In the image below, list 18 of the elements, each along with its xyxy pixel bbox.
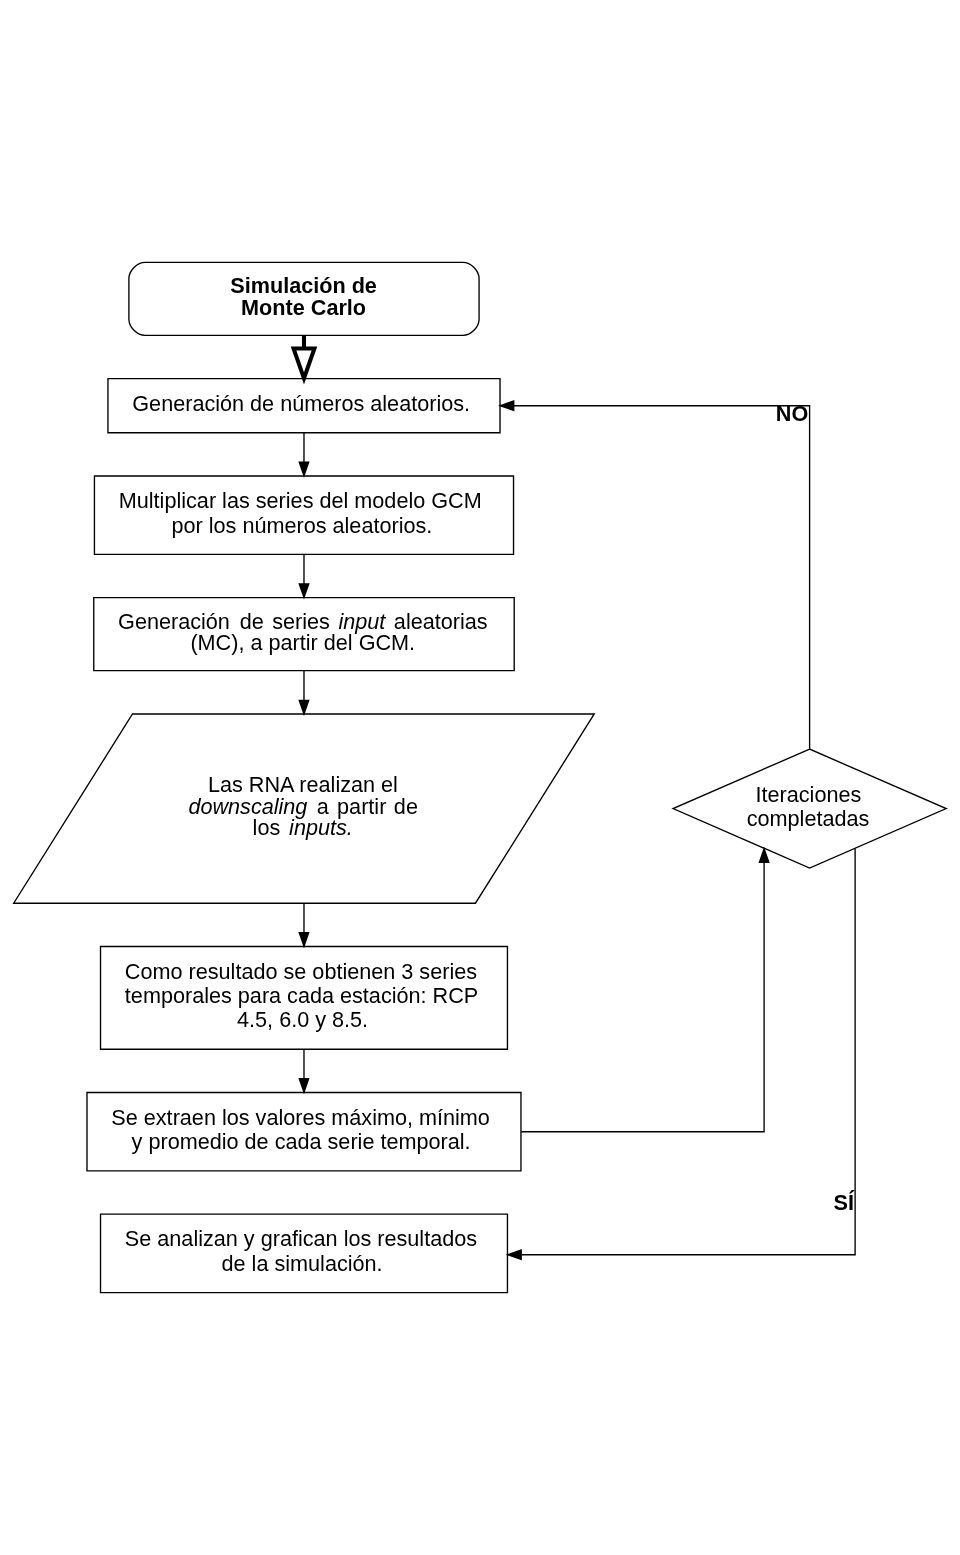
arrow xyxy=(505,847,856,1261)
node-box: Se extraen los valores máximo, mínimo y promedio de cada serie temporal. xyxy=(86,1091,522,1172)
node-box: Multiplicar las series del modelo GCM por los números aleatorios. xyxy=(93,475,515,556)
arrow xyxy=(520,846,770,1133)
arrow xyxy=(498,400,811,750)
node-box: Generación de series input aleatorias (MC), a partir del GCM. xyxy=(93,597,515,672)
node-box: Se analizan y grafican los resultados de la simulación. xyxy=(99,1213,509,1294)
node-box: Como resultado se obtienen 3 series temporales para cada estación: RCP 4.5, 6.0 y 8.5. xyxy=(99,945,509,1050)
arrow xyxy=(298,670,310,716)
node-box: Simulación de Monte Carlo xyxy=(128,261,480,337)
arrow xyxy=(298,432,310,478)
node-box: Generación de números aleatorios. xyxy=(107,378,501,434)
node-diamond: Iteraciones completadas xyxy=(671,748,948,869)
arrow xyxy=(298,902,310,949)
edge-label: NO xyxy=(775,400,809,426)
edge-label: SÍ xyxy=(833,1190,854,1216)
arrow xyxy=(298,1048,310,1095)
arrow xyxy=(298,554,310,600)
